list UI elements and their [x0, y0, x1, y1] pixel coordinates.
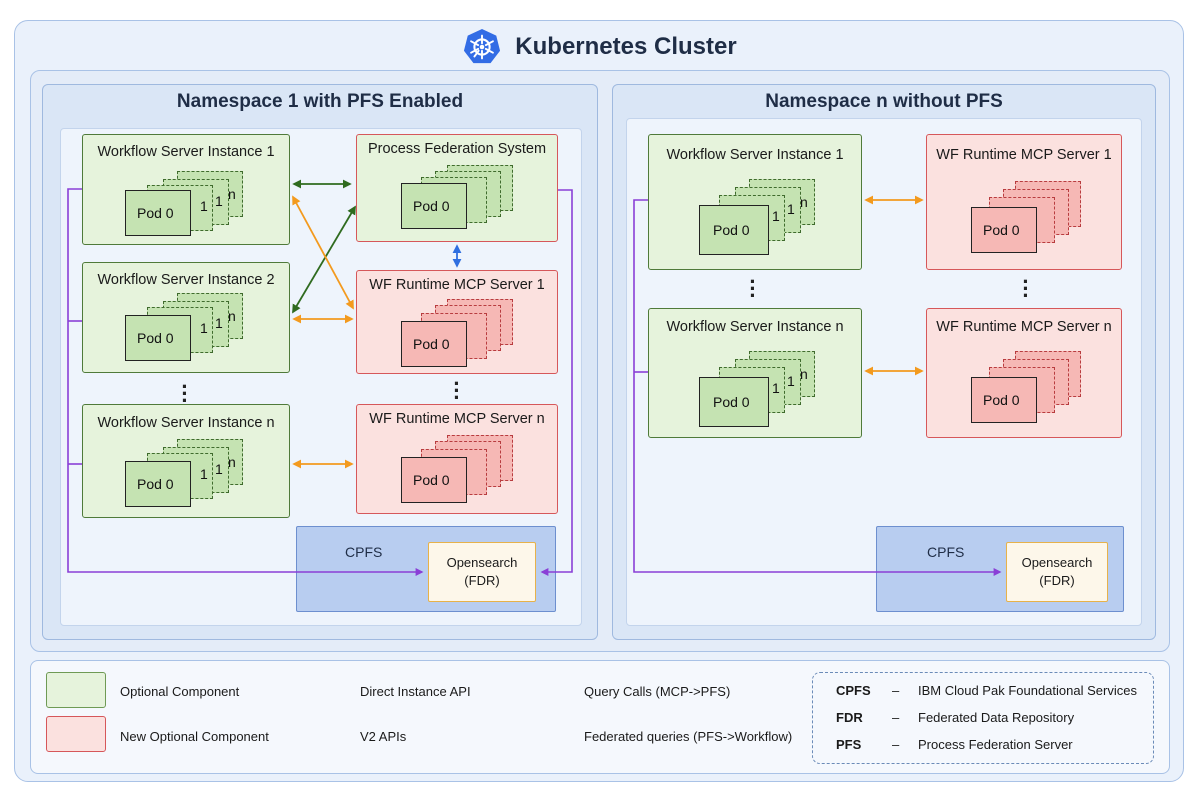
- legend-direct-api-label: Direct Instance API: [360, 684, 471, 699]
- abbr-key: PFS: [836, 737, 862, 752]
- workflow-server-instance-n: Workflow Server Instance n n 1 1 Pod 0: [648, 308, 862, 438]
- abbr-dash: –: [892, 683, 900, 698]
- cpfs-label: CPFS: [927, 544, 965, 560]
- workflow-server-title: Workflow Server Instance n: [97, 415, 275, 431]
- namespace-1-title: Namespace 1 with PFS Enabled: [176, 91, 464, 112]
- workflow-server-instance-n: Workflow Server Instance n n 1 1 Pod 0: [82, 404, 290, 518]
- wf-runtime-mcp-server-n: WF Runtime MCP Server n Pod 0: [926, 308, 1122, 438]
- workflow-server-instance-2: Workflow Server Instance 2 n 1 1 Pod 0: [82, 262, 290, 373]
- pod-0: Pod 0: [125, 461, 191, 507]
- cluster-title: Kubernetes Cluster: [515, 33, 737, 60]
- namespace-n-title: Namespace n without PFS: [765, 91, 1003, 112]
- pod-0: Pod 0: [699, 377, 769, 427]
- cpfs-label: CPFS: [345, 544, 383, 560]
- ellipsis-icon: ···: [749, 269, 757, 308]
- mcp-server-title: WF Runtime MCP Server n: [369, 411, 545, 427]
- ellipsis-icon: ···: [453, 371, 461, 410]
- workflow-server-title: Workflow Server Instance 1: [97, 144, 275, 160]
- mcp-server-title: WF Runtime MCP Server 1: [936, 147, 1112, 163]
- workflow-server-title: Workflow Server Instance 1: [666, 147, 844, 163]
- pod-0: Pod 0: [971, 207, 1037, 253]
- pod-0: Pod 0: [125, 315, 191, 361]
- legend-optional-swatch: [46, 672, 106, 708]
- abbr-value: IBM Cloud Pak Foundational Services: [918, 683, 1137, 698]
- abbr-value: Federated Data Repository: [918, 710, 1075, 725]
- abbr-key: FDR: [836, 710, 863, 725]
- cluster-header: Kubernetes Cluster: [0, 28, 1200, 66]
- kubernetes-icon: [464, 28, 501, 64]
- wf-runtime-mcp-server-1: WF Runtime MCP Server 1 Pod 0: [356, 270, 558, 374]
- pod-0: Pod 0: [699, 205, 769, 255]
- opensearch-fdr: Opensearch (FDR): [1006, 542, 1108, 602]
- workflow-server-instance-1: Workflow Server Instance 1 n 1 1 Pod 0: [82, 134, 290, 245]
- pod-0: Pod 0: [401, 457, 467, 503]
- abbr-key: CPFS: [836, 683, 871, 698]
- abbr-dash: –: [892, 710, 900, 725]
- mcp-server-title: WF Runtime MCP Server 1: [369, 277, 545, 293]
- legend-new-optional-swatch: [46, 716, 106, 752]
- wf-runtime-mcp-server-1: WF Runtime MCP Server 1 Pod 0: [926, 134, 1122, 270]
- legend-new-optional-label: New Optional Component: [120, 729, 269, 744]
- legend-optional-label: Optional Component: [120, 684, 240, 699]
- abbreviations-box: [812, 672, 1154, 764]
- mcp-server-title: WF Runtime MCP Server n: [936, 319, 1112, 335]
- workflow-server-title: Workflow Server Instance n: [666, 319, 844, 335]
- legend-v2-api-label: V2 APIs: [360, 729, 407, 744]
- pod-0: Pod 0: [401, 321, 467, 367]
- workflow-server-title: Workflow Server Instance 2: [97, 272, 275, 288]
- ellipsis-icon: ···: [181, 374, 189, 413]
- wf-runtime-mcp-server-n: WF Runtime MCP Server n Pod 0: [356, 404, 558, 514]
- legend-panel: [30, 660, 1170, 774]
- pod-0: Pod 0: [125, 190, 191, 236]
- pod-0: Pod 0: [401, 183, 467, 229]
- pfs-title: Process Federation System: [367, 141, 547, 157]
- ellipsis-icon: ···: [1022, 269, 1030, 308]
- process-federation-system: Process Federation System Pod 0: [356, 134, 558, 242]
- workflow-server-instance-1: Workflow Server Instance 1 n 1 1 Pod 0: [648, 134, 862, 270]
- legend-federated-label: Federated queries (PFS->Workflow): [584, 729, 793, 744]
- pod-0: Pod 0: [971, 377, 1037, 423]
- legend-query-label: Query Calls (MCP->PFS): [584, 684, 731, 699]
- abbr-value: Process Federation Server: [918, 737, 1073, 752]
- abbr-dash: –: [892, 737, 900, 752]
- opensearch-fdr: Opensearch (FDR): [428, 542, 536, 602]
